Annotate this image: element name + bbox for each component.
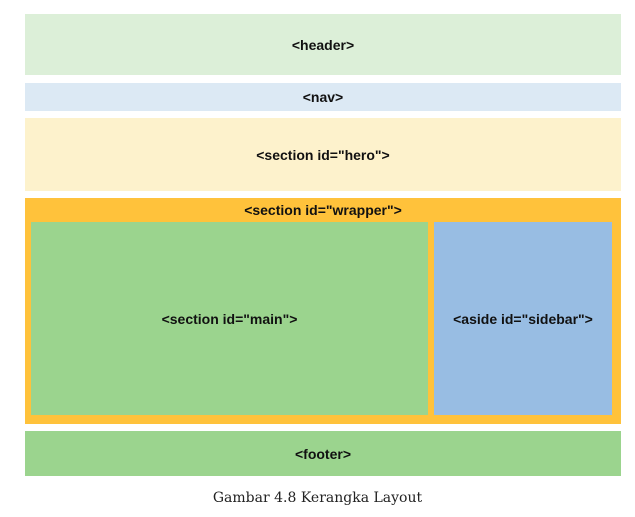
nav-label: <nav> <box>302 89 344 105</box>
main-section-block: <section id="main"> <box>31 222 428 415</box>
figure-caption: Gambar 4.8 Kerangka Layout <box>212 490 423 506</box>
hero-section-block: <section id="hero"> <box>25 118 621 191</box>
footer-block: <footer> <box>25 431 621 476</box>
sidebar-aside-block: <aside id="sidebar"> <box>434 222 612 415</box>
hero-label: <section id="hero"> <box>256 146 390 163</box>
header-block: <header> <box>25 14 621 75</box>
wrapper-label: <section id="wrapper"> <box>244 201 402 218</box>
footer-label: <footer> <box>294 445 351 462</box>
main-label: <section id="main"> <box>161 310 298 327</box>
wrapper-section-block: <section id="wrapper"> <section id="main… <box>25 198 621 424</box>
header-label: <header> <box>291 36 355 53</box>
nav-block: <nav> <box>25 83 621 111</box>
sidebar-label: <aside id="sidebar"> <box>453 310 593 327</box>
